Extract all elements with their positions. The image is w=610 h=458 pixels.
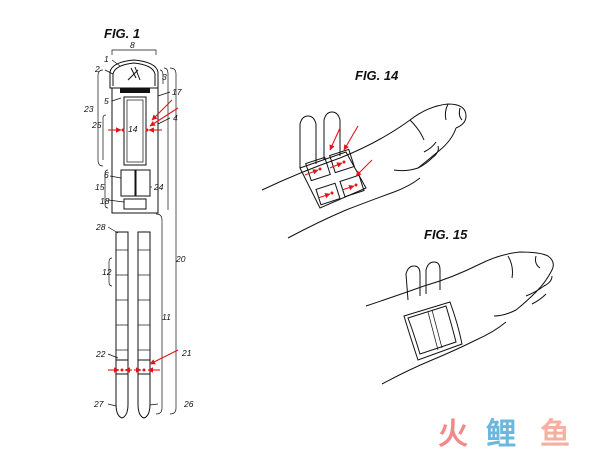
fig14-hand <box>261 103 467 239</box>
ref-17: 17 <box>172 87 182 97</box>
ref-20: 20 <box>175 254 186 264</box>
fig1-fastener-blocks <box>120 169 151 210</box>
ref-21: 21 <box>181 348 192 358</box>
fig1-leaders <box>104 59 171 407</box>
ref-28: 28 <box>95 222 106 232</box>
fig1-group: FIG. 1 <box>83 26 194 419</box>
ref-15: 15 <box>95 182 105 192</box>
fig1-title: FIG. 1 <box>104 26 140 41</box>
ref-24: 24 <box>153 182 164 192</box>
fig1-brackets <box>97 49 177 415</box>
ref-26: 26 <box>183 399 194 409</box>
ref-4: 4 <box>173 113 178 123</box>
fig14-band <box>299 148 367 209</box>
fig1-reference-numerals: 1 2 3 4 5 6 8 11 12 14 15 17 18 20 21 22… <box>83 40 194 409</box>
fig14-group: FIG. 14 <box>261 68 467 239</box>
fig14-red-arrows <box>304 125 373 199</box>
ref-3: 3 <box>162 72 167 82</box>
ref-12: 12 <box>102 267 112 277</box>
fig15-hand <box>365 251 554 385</box>
ref-14: 14 <box>128 124 138 134</box>
fig1-head <box>109 59 159 214</box>
ref-27: 27 <box>93 399 104 409</box>
watermark-char-1: 火 <box>438 417 468 452</box>
fig15-title: FIG. 15 <box>424 227 468 242</box>
fig14-straps <box>299 111 341 168</box>
ref-8: 8 <box>130 40 135 50</box>
fig15-band <box>403 301 463 361</box>
ref-6: 6 <box>104 170 109 180</box>
ref-18: 18 <box>100 196 110 206</box>
ref-1: 1 <box>104 54 109 64</box>
watermark-char-2: 鲤 <box>486 417 516 452</box>
fig14-title: FIG. 14 <box>355 68 399 83</box>
ref-2: 2 <box>94 64 100 74</box>
fig15-group: FIG. 15 <box>365 227 554 385</box>
ref-23: 23 <box>83 104 94 114</box>
fig1-red-arrows <box>108 99 179 373</box>
fig1-straps <box>115 231 151 419</box>
watermark-logo: 火 鲤 鱼 <box>438 417 570 452</box>
fig15-straps <box>405 261 441 301</box>
ref-5: 5 <box>104 96 109 106</box>
watermark-char-3: 鱼 <box>540 417 570 452</box>
ref-11: 11 <box>162 312 171 322</box>
ref-25: 25 <box>91 120 102 130</box>
ref-22: 22 <box>95 349 106 359</box>
